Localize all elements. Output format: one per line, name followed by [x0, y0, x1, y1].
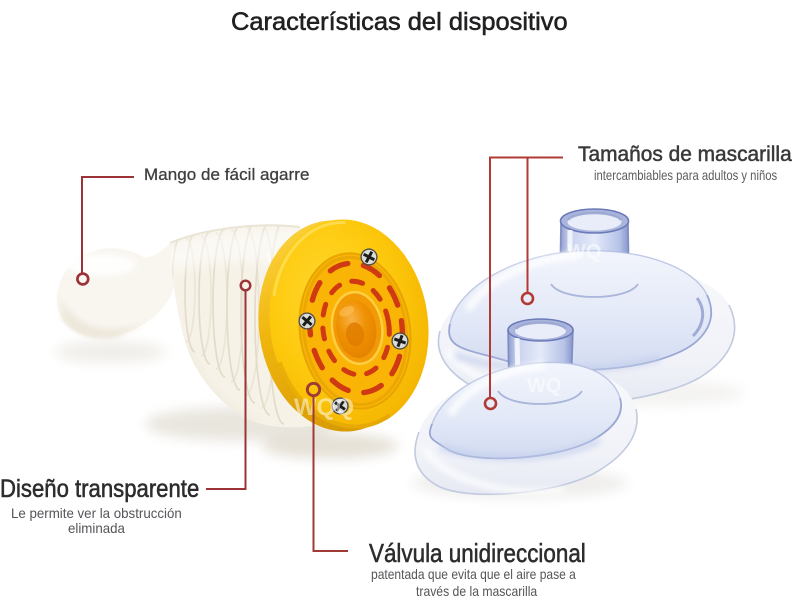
- svg-text:WQ: WQ: [527, 375, 561, 397]
- svg-text:WQQ: WQQ: [294, 394, 354, 421]
- svg-text:WQ: WQ: [567, 241, 601, 263]
